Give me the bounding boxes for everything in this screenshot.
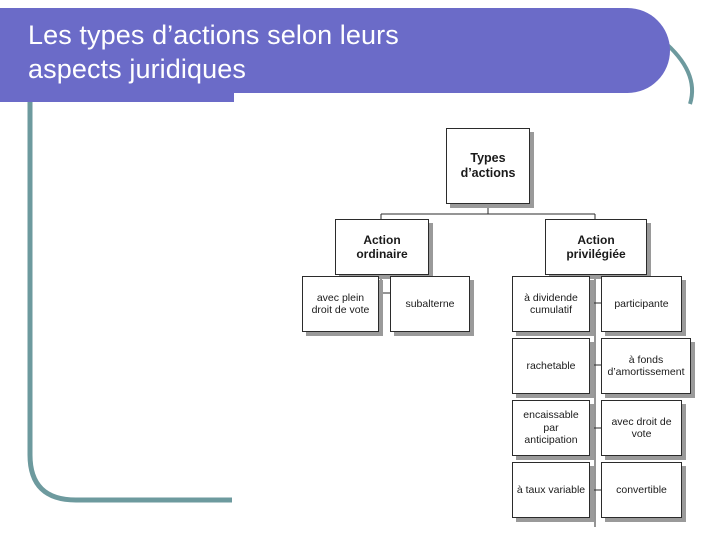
node-action-ordinaire[interactable]: Action ordinaire: [335, 219, 429, 275]
node-label: avec plein droit de vote: [311, 291, 370, 316]
node-label: Types d’actions: [460, 151, 516, 180]
node-label: à fonds d’amortissement: [607, 353, 685, 378]
node-types-d-actions[interactable]: Types d’actions: [446, 128, 530, 204]
node-avec-plein-droit-de-vote[interactable]: avec plein droit de vote: [302, 276, 379, 332]
node-label: avec droit de vote: [611, 415, 672, 440]
node-convertible[interactable]: convertible: [601, 462, 682, 518]
node-label: à taux variable: [516, 483, 586, 496]
page-title-line-1: Les types d’actions selon leurs: [28, 20, 399, 50]
left-corner-accent-line: [27, 100, 232, 503]
title-underbar: [0, 93, 234, 102]
node-label: convertible: [616, 483, 667, 496]
node-a-fonds-d-amortissement[interactable]: à fonds d’amortissement: [601, 338, 691, 394]
node-label: participante: [614, 297, 669, 310]
node-encaissable-par-anticipation[interactable]: encaissable par anticipation: [512, 400, 590, 456]
node-a-taux-variable[interactable]: à taux variable: [512, 462, 590, 518]
node-participante[interactable]: participante: [601, 276, 682, 332]
node-label: rachetable: [526, 359, 576, 372]
node-avec-droit-de-vote[interactable]: avec droit de vote: [601, 400, 682, 456]
page-title: Les types d’actions selon leurs aspects j…: [28, 18, 588, 86]
node-action-privilegiee[interactable]: Action privilégiée: [545, 219, 647, 275]
node-label: à dividende cumulatif: [524, 291, 578, 316]
node-label: subalterne: [405, 297, 455, 310]
org-chart: Types d’actions Action ordinaire Action …: [280, 125, 710, 537]
page-title-line-2: aspects juridiques: [28, 54, 246, 84]
title-banner: [0, 8, 670, 93]
node-a-dividende-cumulatif[interactable]: à dividende cumulatif: [512, 276, 590, 332]
node-rachetable[interactable]: rachetable: [512, 338, 590, 394]
node-label: Action privilégiée: [566, 232, 626, 261]
node-label: Action ordinaire: [356, 232, 408, 261]
node-subalterne[interactable]: subalterne: [390, 276, 470, 332]
node-label: encaissable par anticipation: [523, 409, 579, 447]
